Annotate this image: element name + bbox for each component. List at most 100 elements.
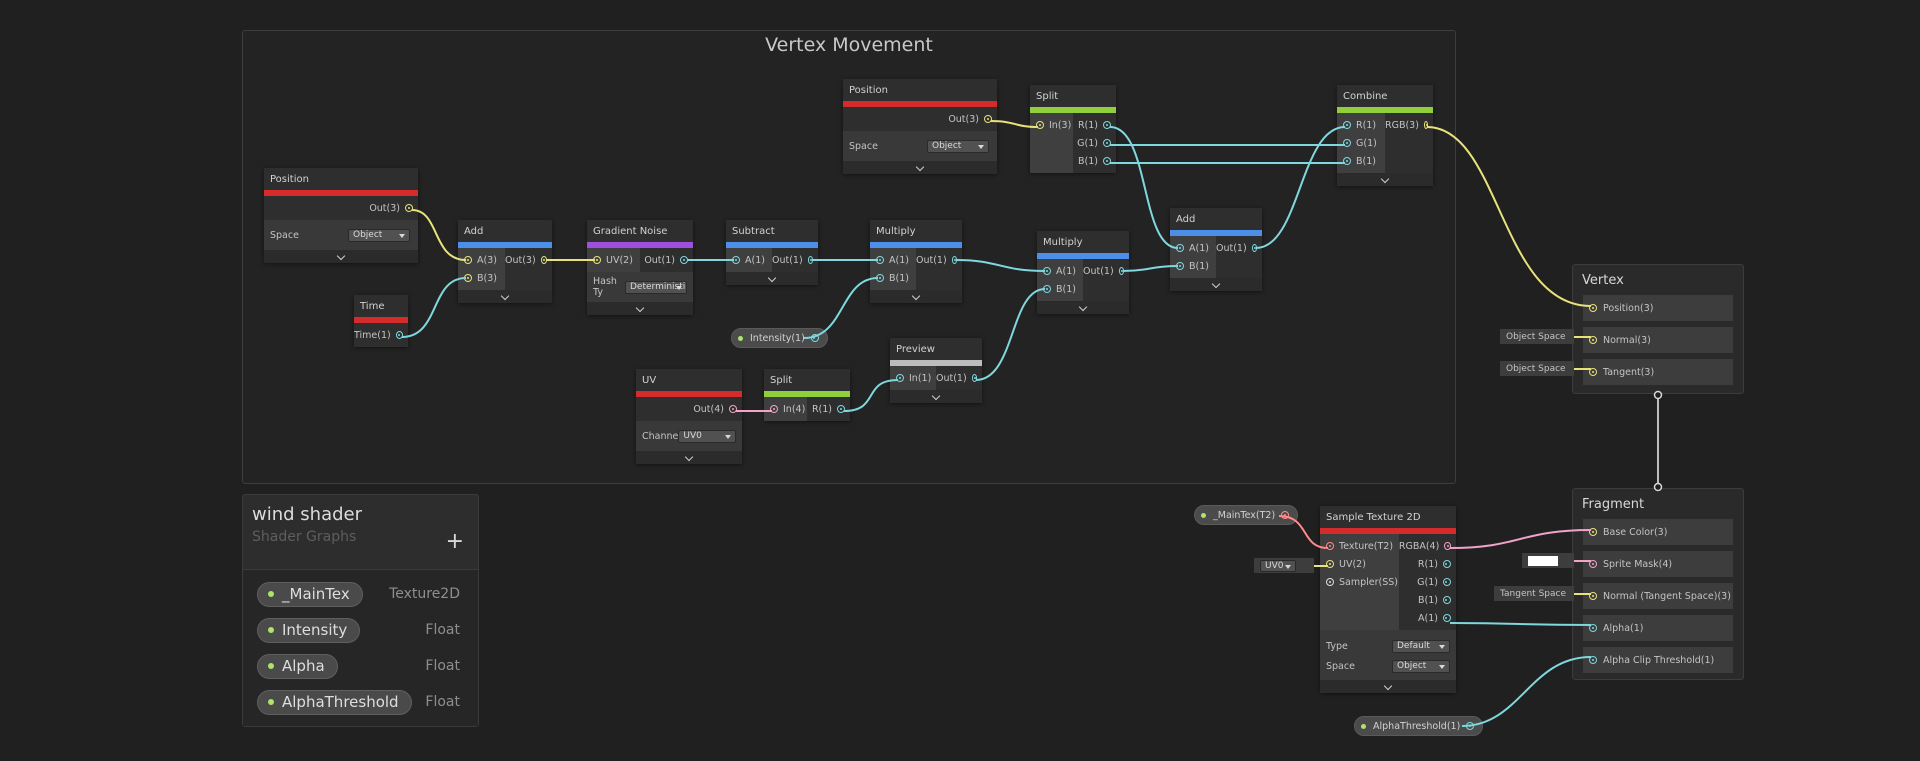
collapse-chevron-icon[interactable] (587, 302, 693, 315)
collapse-chevron-icon[interactable] (1170, 278, 1262, 291)
blackboard-property-row[interactable]: Alpha Float (243, 648, 478, 684)
multiply-node-1[interactable]: Multiply A(1) B(1) Out(1) (870, 220, 962, 303)
split-node-2[interactable]: Split In(3) R(1) G(1) B(1) (1030, 85, 1116, 173)
port-dot[interactable] (1343, 139, 1351, 147)
port-dot[interactable] (807, 256, 813, 264)
port-out-b[interactable]: B(1) (1399, 591, 1456, 609)
port-dot[interactable] (1466, 722, 1475, 730)
blackboard-panel[interactable]: wind shader Shader Graphs + _MainTex Tex… (242, 494, 479, 727)
port-dot[interactable] (1103, 157, 1111, 165)
port-in-uv[interactable]: UV(2) (1320, 555, 1399, 573)
port-dot[interactable] (1043, 285, 1051, 293)
hash-type-dropdown[interactable]: Deterministi (625, 280, 687, 294)
port-in-a[interactable]: A(1) (1037, 262, 1083, 280)
port-in-g[interactable]: G(1) (1337, 134, 1385, 152)
collapse-chevron-icon[interactable] (264, 250, 418, 263)
port-out-r[interactable]: R(1) (807, 400, 850, 418)
property-pill[interactable]: Alpha (257, 653, 338, 679)
maintex-property-node[interactable]: _MainTex(T2) (1194, 505, 1299, 525)
collapse-chevron-icon[interactable] (1320, 680, 1456, 693)
port-dot[interactable] (464, 256, 472, 264)
port-in-b[interactable]: B(3) (458, 269, 505, 287)
port-in[interactable]: In(4) (764, 400, 807, 418)
space-dropdown[interactable]: Object (348, 228, 410, 242)
fragment-context[interactable]: Fragment Base Color(3) Sprite Mask(4) No… (1572, 488, 1744, 680)
port-dot[interactable] (1036, 121, 1044, 129)
port-out[interactable]: Out(1) (936, 369, 982, 387)
port-out[interactable]: Out(1) (1083, 262, 1129, 280)
collapse-chevron-icon[interactable] (726, 272, 818, 285)
port-dot[interactable] (1589, 656, 1597, 664)
color-swatch[interactable] (1528, 555, 1558, 566)
port-in-a[interactable]: A(1) (1170, 239, 1216, 257)
preview-node[interactable]: Preview In(1) Out(1) (890, 338, 982, 403)
port-in-r[interactable]: R(1) (1337, 116, 1385, 134)
fragment-slot-normal[interactable]: Normal (Tangent Space)(3) (1583, 583, 1733, 609)
port-dot[interactable] (1589, 528, 1597, 536)
port-dot[interactable] (1326, 560, 1334, 568)
blackboard-property-row[interactable]: AlphaThreshold Float (243, 684, 478, 720)
port-dot[interactable] (810, 334, 819, 342)
port-dot[interactable] (1043, 267, 1051, 275)
port-dot[interactable] (1442, 578, 1451, 586)
port-out[interactable]: Out(1) (640, 251, 693, 269)
port-out[interactable]: Out(1) (1216, 239, 1262, 257)
intensity-property-node[interactable]: Intensity(1) (731, 328, 828, 348)
vertex-slot-tangent[interactable]: Tangent(3) (1583, 359, 1733, 385)
port-dot[interactable] (395, 331, 403, 339)
blackboard-property-row[interactable]: _MainTex Texture2D (243, 576, 478, 612)
port-dot[interactable] (1103, 121, 1111, 129)
port-out[interactable]: Out(1) (916, 251, 962, 269)
normal-space-field[interactable]: Object Space (1500, 329, 1574, 344)
property-pill[interactable]: AlphaThreshold (257, 689, 412, 715)
port-dot[interactable] (837, 405, 845, 413)
subtract-node[interactable]: Subtract A(1) Out(1) (726, 220, 818, 285)
port-dot[interactable] (1442, 596, 1451, 604)
sample-texture-2d-node[interactable]: Sample Texture 2D Texture(T2) UV(2) Samp… (1320, 506, 1456, 693)
port-dot[interactable] (896, 374, 904, 382)
port-out-a[interactable]: A(1) (1399, 609, 1456, 627)
port-out-r[interactable]: R(1) (1073, 116, 1116, 134)
add-property-button[interactable]: + (445, 529, 464, 554)
type-dropdown[interactable]: Default (1392, 639, 1450, 653)
port-dot[interactable] (1589, 624, 1597, 632)
blackboard-property-row[interactable]: Intensity Float (243, 612, 478, 648)
split-node-1[interactable]: Split In(4) R(1) (764, 369, 850, 421)
port-in-b[interactable]: B(1) (1037, 280, 1083, 298)
port-dot[interactable] (1423, 121, 1429, 129)
port-dot[interactable] (464, 274, 472, 282)
add-node-2[interactable]: Add A(1) B(1) Out(1) (1170, 208, 1262, 291)
port-in-a[interactable]: A(1) (726, 251, 772, 269)
port-out[interactable]: Out(4) (636, 400, 742, 418)
port-dot[interactable] (951, 256, 957, 264)
port-dot[interactable] (540, 256, 547, 264)
port-dot[interactable] (770, 405, 778, 413)
port-dot[interactable] (1251, 244, 1257, 252)
port-out-r[interactable]: R(1) (1399, 555, 1456, 573)
collapse-chevron-icon[interactable] (1037, 301, 1129, 314)
port-in-a[interactable]: A(3) (458, 251, 505, 269)
vertex-slot-normal[interactable]: Normal(3) (1583, 327, 1733, 353)
add-node-1[interactable]: Add A(3) B(3) Out(3) (458, 220, 552, 303)
port-dot[interactable] (1326, 542, 1334, 550)
port-out[interactable]: Time(1) (354, 326, 408, 344)
port-dot[interactable] (1589, 304, 1597, 312)
tangent-space-field[interactable]: Object Space (1500, 361, 1574, 376)
time-node[interactable]: Time Time(1) (354, 295, 408, 347)
port-dot[interactable] (876, 274, 884, 282)
port-dot[interactable] (1589, 592, 1597, 600)
port-dot[interactable] (1589, 368, 1597, 376)
port-dot[interactable] (405, 204, 413, 212)
port-out-b[interactable]: B(1) (1073, 152, 1116, 170)
collapse-chevron-icon[interactable] (843, 161, 997, 174)
collapse-chevron-icon[interactable] (1337, 173, 1433, 186)
port-dot[interactable] (1444, 542, 1451, 550)
port-out-rgba[interactable]: RGBA(4) (1399, 537, 1456, 555)
property-pill[interactable]: Intensity (257, 617, 361, 643)
port-out[interactable]: Out(3) (505, 251, 552, 269)
port-dot[interactable] (680, 256, 688, 264)
port-in-uv[interactable]: UV(2) (587, 251, 640, 269)
port-dot[interactable] (1176, 262, 1184, 270)
